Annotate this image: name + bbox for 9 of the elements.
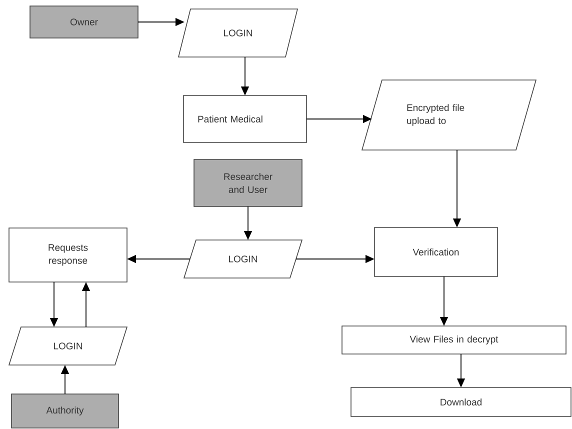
process-box: Verification	[374, 227, 498, 277]
process-box: Download	[350, 387, 572, 417]
actor-box: Researcher and User	[194, 159, 302, 207]
process-box: Requests response	[8, 228, 128, 282]
process-box: Patient Medical	[183, 95, 307, 143]
input-parallelogram: LOGIN	[178, 8, 298, 58]
process-box: View Files in decrypt	[342, 326, 566, 354]
actor-box: Owner	[30, 6, 138, 38]
actor-box: Authority	[11, 394, 119, 428]
